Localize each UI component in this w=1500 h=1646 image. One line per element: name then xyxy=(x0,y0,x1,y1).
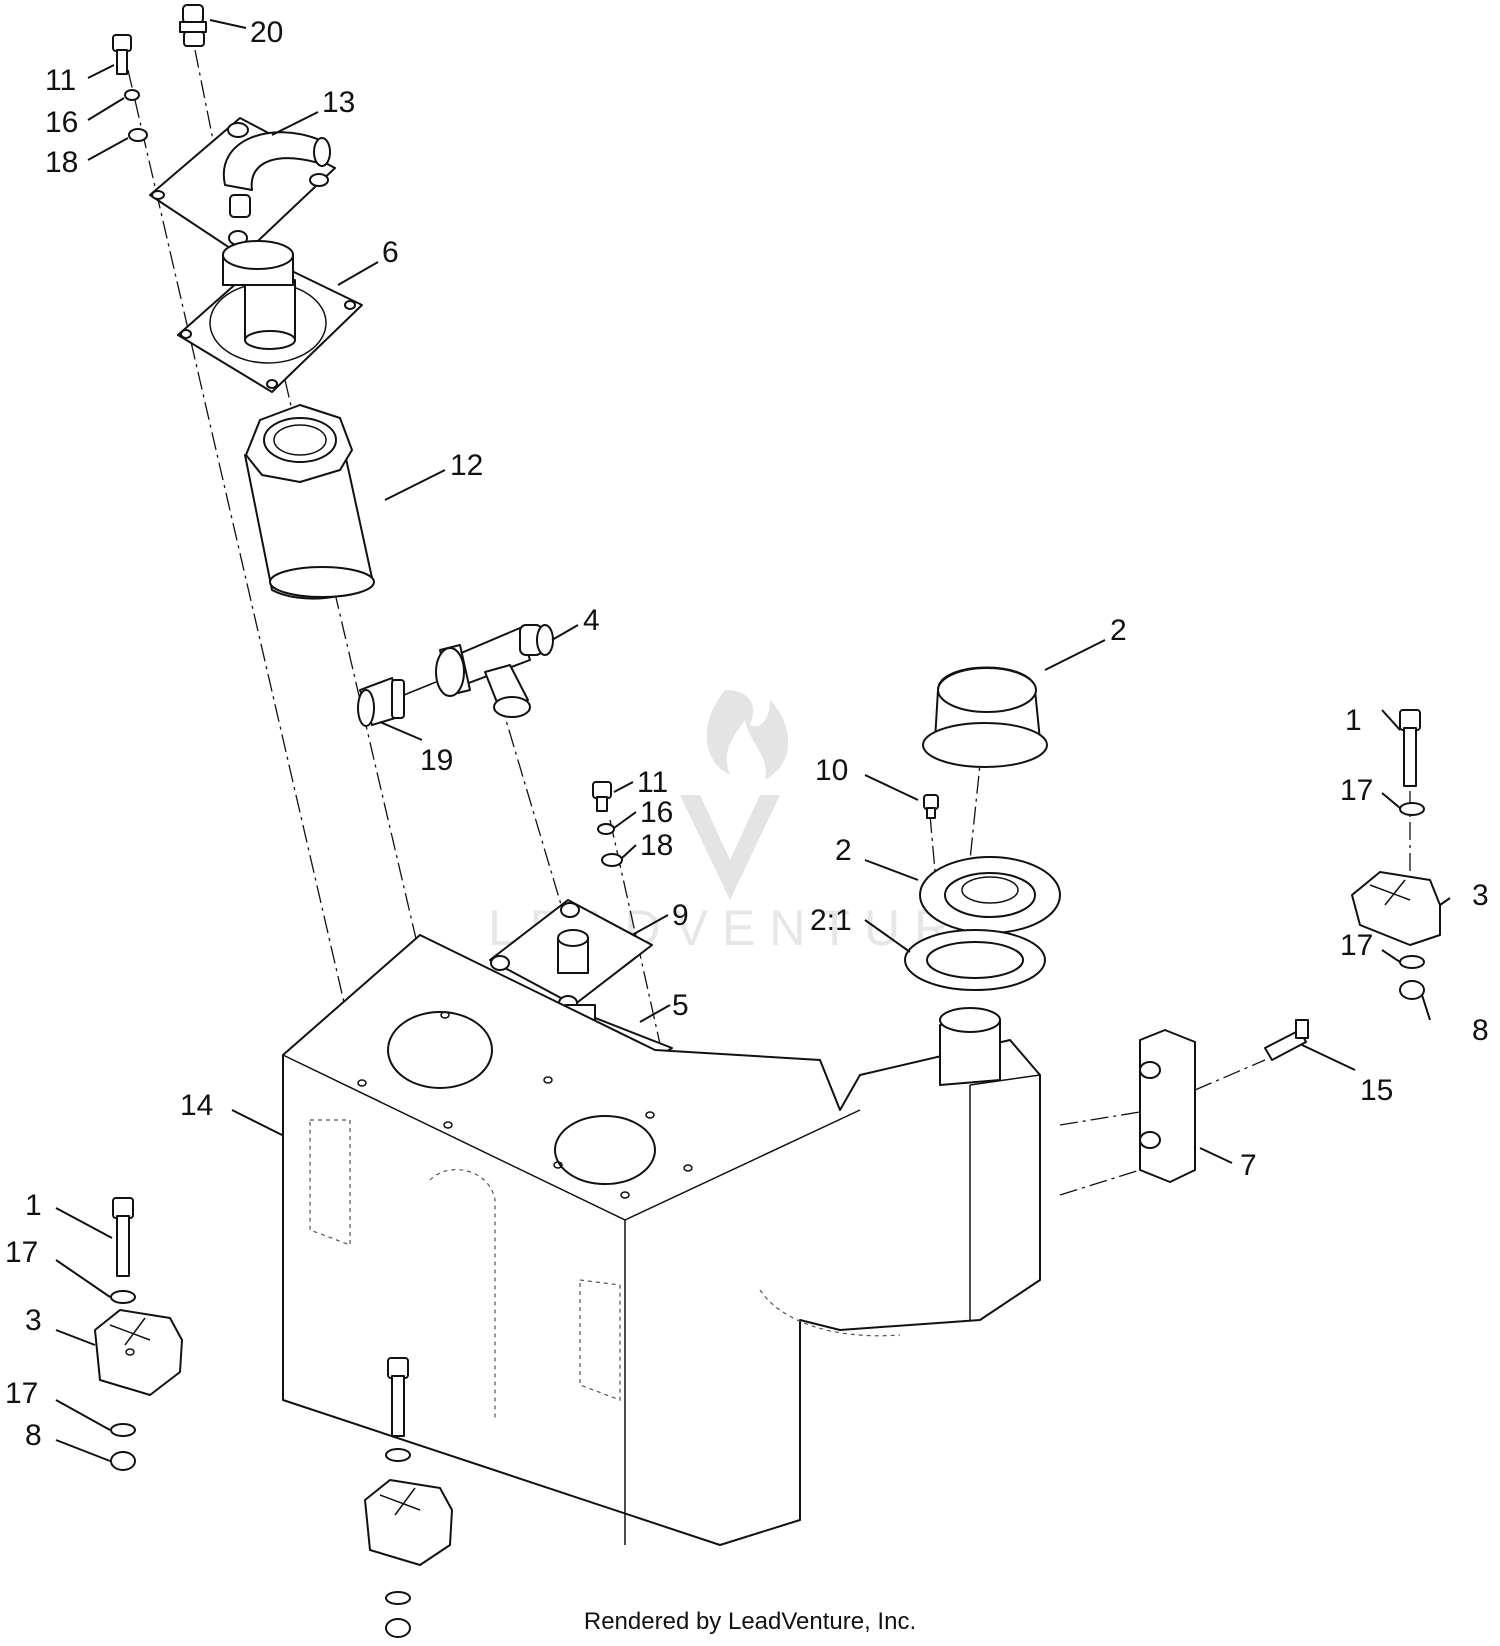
part-3-isolator-left xyxy=(94,1309,183,1396)
part-1-bolt-right xyxy=(1399,709,1421,787)
part-2-1-gasket xyxy=(904,929,1046,991)
part-15-sensor xyxy=(1264,1019,1309,1061)
part-17-washer-left-top xyxy=(110,1290,136,1304)
callout-1-left: 1 xyxy=(25,1189,42,1222)
callout-4: 4 xyxy=(583,604,600,637)
part-16-lockwasher-top xyxy=(124,89,140,101)
part-2-filler-base xyxy=(919,856,1061,934)
callout-17-left-bottom: 17 xyxy=(5,1377,38,1410)
callout-6: 6 xyxy=(382,236,399,269)
callout-12: 12 xyxy=(450,449,483,482)
callout-2-base: 2 xyxy=(835,834,852,867)
part-10-screw xyxy=(923,794,939,819)
part-7-bracket xyxy=(1139,1029,1196,1183)
callout-17-right-bottom: 17 xyxy=(1340,929,1373,962)
callout-18-middle: 18 xyxy=(640,829,673,862)
part-16-lockwasher-middle xyxy=(597,823,615,835)
part-17-washer-left-bottom xyxy=(110,1423,136,1437)
callout-2-cap: 2 xyxy=(1110,614,1127,647)
callout-8-left: 8 xyxy=(25,1419,42,1452)
callout-8-right: 8 xyxy=(1472,1014,1489,1047)
callout-10: 10 xyxy=(815,754,848,787)
part-13-cover-with-elbow xyxy=(149,117,336,257)
part-17-washer-right-bottom xyxy=(1399,955,1425,969)
callout-3-right: 3 xyxy=(1472,879,1489,912)
part-1-bolt-left xyxy=(112,1197,134,1277)
callout-15: 15 xyxy=(1360,1074,1393,1107)
part-6-filter-head xyxy=(177,240,363,393)
callout-16-top: 16 xyxy=(45,106,78,139)
callout-5: 5 xyxy=(672,989,689,1022)
bottom-isolator-stack xyxy=(364,1357,453,1638)
part-11-bolt-middle xyxy=(592,781,612,812)
callout-1-right: 1 xyxy=(1345,704,1362,737)
callout-17-left-top: 17 xyxy=(5,1236,38,1269)
part-11-bolt-top xyxy=(112,34,132,75)
part-19-adapter xyxy=(357,677,437,727)
callout-11-top: 11 xyxy=(45,64,76,97)
callout-2-1: 2:1 xyxy=(810,904,852,937)
callout-14: 14 xyxy=(180,1089,213,1122)
callout-18-top: 18 xyxy=(45,146,78,179)
callout-11-middle: 11 xyxy=(637,766,668,799)
callout-13: 13 xyxy=(322,86,355,119)
callout-17-right-top: 17 xyxy=(1340,774,1373,807)
part-8-nut-left xyxy=(110,1451,136,1471)
part-4-tee-fitting xyxy=(435,624,554,718)
part-14-hydraulic-tank xyxy=(282,934,1041,1546)
part-17-washer-right-top xyxy=(1399,802,1425,816)
callout-20: 20 xyxy=(250,16,283,49)
callout-7: 7 xyxy=(1240,1149,1257,1182)
rendered-by-footer: Rendered by LeadVenture, Inc. xyxy=(583,1608,917,1635)
part-3-isolator-right xyxy=(1351,871,1441,946)
callout-19: 19 xyxy=(420,744,453,777)
callout-3-left: 3 xyxy=(25,1304,42,1337)
part-2-cap xyxy=(922,666,1048,768)
part-12-filter-element xyxy=(244,404,375,600)
part-18-washer-middle xyxy=(601,853,623,867)
part-20-fitting xyxy=(179,4,207,47)
part-8-nut-right xyxy=(1399,980,1425,1000)
callout-9: 9 xyxy=(672,899,689,932)
part-18-washer-top xyxy=(128,128,148,142)
callout-16-middle: 16 xyxy=(640,796,673,829)
leader-lines xyxy=(55,19,1451,1462)
callout-labels: 20 11 16 18 13 6 12 4 19 11 16 18 9 5 14… xyxy=(5,16,1489,1452)
